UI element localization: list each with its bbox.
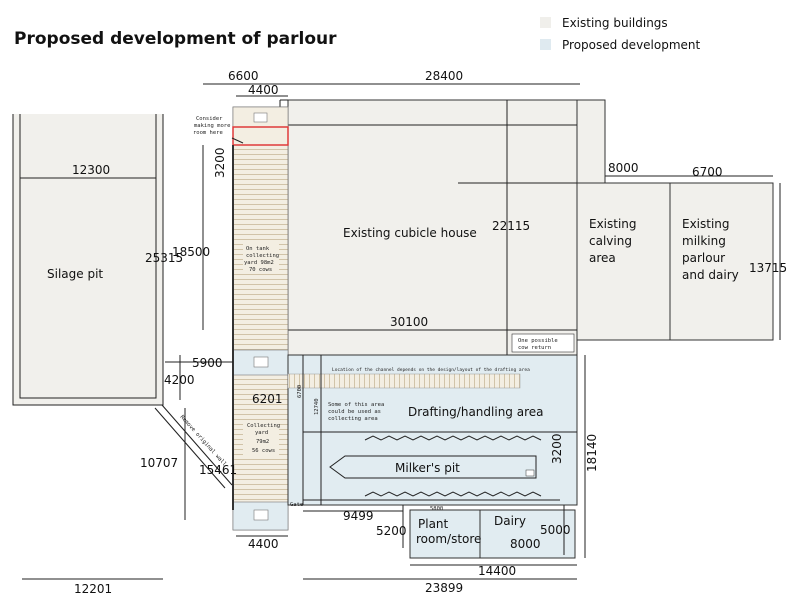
dim-30100: 30100 [390,315,428,329]
dim-10707: 10707 [140,456,178,470]
dim-6700: 6700 [692,165,723,179]
dim-4400-top: 4400 [248,83,279,97]
collecting-yard-note-2: yard [255,430,268,436]
collecting-yard-note-4: 56 cows [252,448,275,454]
legend-existing-label: Existing buildings [562,16,668,30]
tank-yard-note-3: yard 98m2 [244,260,274,266]
dim-22115: 22115 [492,219,530,233]
dim-23899: 23899 [425,581,463,595]
calving-label-3: area [589,251,616,265]
dim-5900: 5900 [192,356,223,370]
dim-8000-top: 8000 [608,161,639,175]
dim-6700-small: 6700 [297,385,303,398]
dim-12201: 12201 [74,582,112,596]
collecting-yard-strip: On tank collecting yard 98m2 70 cows Col… [193,106,289,531]
dim-25315: 25315 [145,251,183,265]
cow-return-note-1: One possible [518,338,558,344]
some-area-note-1: Some of this area [328,402,384,408]
dimension-lines: 6600 28400 4400 3200 18500 8000 6700 137… [22,69,787,596]
remove-wall-note: Remove original wall [179,414,228,467]
existing-buildings: Existing cubicle house 22115 30100 Exist… [279,99,774,356]
drafting-area-label: Drafting/handling area [408,405,544,419]
dim-12740: 12740 [314,398,320,415]
collecting-yard-note-3: 79m2 [256,439,269,445]
dim-3200-pit: 3200 [550,433,564,464]
dim-12300: 12300 [72,163,110,177]
consider-note-2: making more [194,123,230,129]
milkers-pit [329,455,537,479]
dim-4400-bottom: 4400 [248,537,279,551]
milkers-pit-label: Milker's pit [395,461,460,475]
dim-5200: 5200 [376,524,407,538]
consider-note-3: room here [193,130,223,136]
parlour-label-4: and dairy [682,268,739,282]
dim-8000-dairy: 8000 [510,537,541,551]
silage-pit-label: Silage pit [47,267,103,281]
calving-label-1: Existing [589,217,637,231]
consider-note-1: Consider [196,116,223,122]
dim-9499: 9499 [343,509,374,523]
legend-swatch-proposed [540,39,551,50]
legend-proposed-label: Proposed development [562,38,701,52]
dim-18500: 18500 [172,245,210,259]
plant-room-label-2: room/store [416,532,481,546]
plant-room-label-1: Plant [418,517,449,531]
legend: Existing buildings Proposed development [540,16,701,52]
parlour-label-1: Existing [682,217,730,231]
tank-yard-note-4: 70 cows [249,267,272,273]
dim-3200-left: 3200 [213,147,227,178]
cow-return-note-2: cow return [518,345,551,351]
channel-note: Location of the channel depends on the d… [332,367,530,373]
parlour-label-2: milking [682,234,726,248]
dim-6600: 6600 [228,69,259,83]
gate-label: Gate [290,502,303,508]
dim-5000: 5000 [540,523,571,537]
calving-label-2: calving [589,234,632,248]
dim-5800: 5800 [430,506,443,512]
dim-6201: 6201 [252,392,283,406]
some-area-note-2: could be used as [328,409,381,415]
silage-pit: 12300 25315 Silage pit [12,114,183,406]
dim-4200: 4200 [164,373,195,387]
cubicle-house-label: Existing cubicle house [343,226,477,240]
page-title: Proposed development of parlour [14,29,337,49]
parlour-label-3: parlour [682,251,725,265]
collecting-yard-note-1: Collecting [247,423,280,429]
dim-13715: 13715 [749,261,787,275]
tank-yard-note-2: collecting [246,253,279,259]
tank-yard-note-1: On tank [246,246,270,252]
dim-18140: 18140 [585,434,599,472]
dim-28400: 28400 [425,69,463,83]
legend-swatch-existing [540,17,551,28]
dairy-label: Dairy [494,514,526,528]
dim-14400: 14400 [478,564,516,578]
some-area-note-3: collecting area [328,416,378,422]
dim-15461: 15461 [199,463,237,477]
proposed-development: Location of the channel depends on the d… [287,354,578,559]
